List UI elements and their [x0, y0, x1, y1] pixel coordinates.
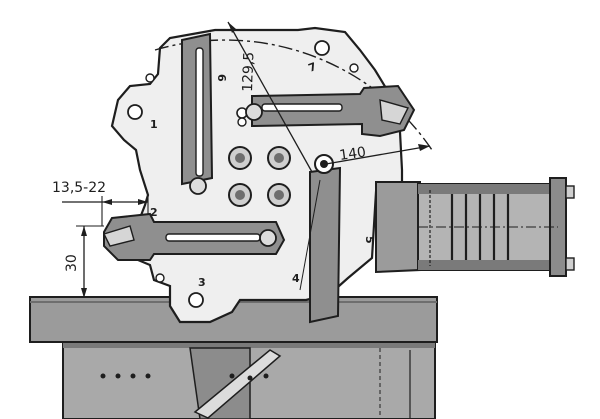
part-label-5: 5	[363, 236, 376, 244]
part-label-7: 7	[307, 60, 319, 75]
dimension-140	[325, 144, 431, 165]
part-label-2: 2	[150, 206, 158, 219]
vertical-slide	[181, 32, 214, 195]
cylinder	[375, 177, 575, 277]
lower-jaw	[103, 212, 286, 261]
part-label-3: 3	[198, 276, 206, 289]
dimension-129-5	[227, 21, 313, 173]
dimension-129-5-label: 129,5	[240, 52, 257, 93]
upper-jaw	[245, 84, 416, 138]
machine-bed	[62, 337, 436, 419]
part-label-1: 1	[150, 118, 158, 131]
part-label-6: 6	[215, 74, 228, 82]
dimension-140-label: 140	[338, 144, 367, 164]
dimension-13-5-22-label: 13,5-22	[52, 180, 106, 196]
part-label-4: 4	[292, 272, 300, 285]
pivot-arm	[299, 154, 342, 324]
bolt-pattern	[228, 146, 291, 207]
dimension-30-label: 30	[64, 254, 80, 272]
dimension-30	[76, 225, 104, 298]
dimension-13-5-22	[62, 196, 149, 226]
